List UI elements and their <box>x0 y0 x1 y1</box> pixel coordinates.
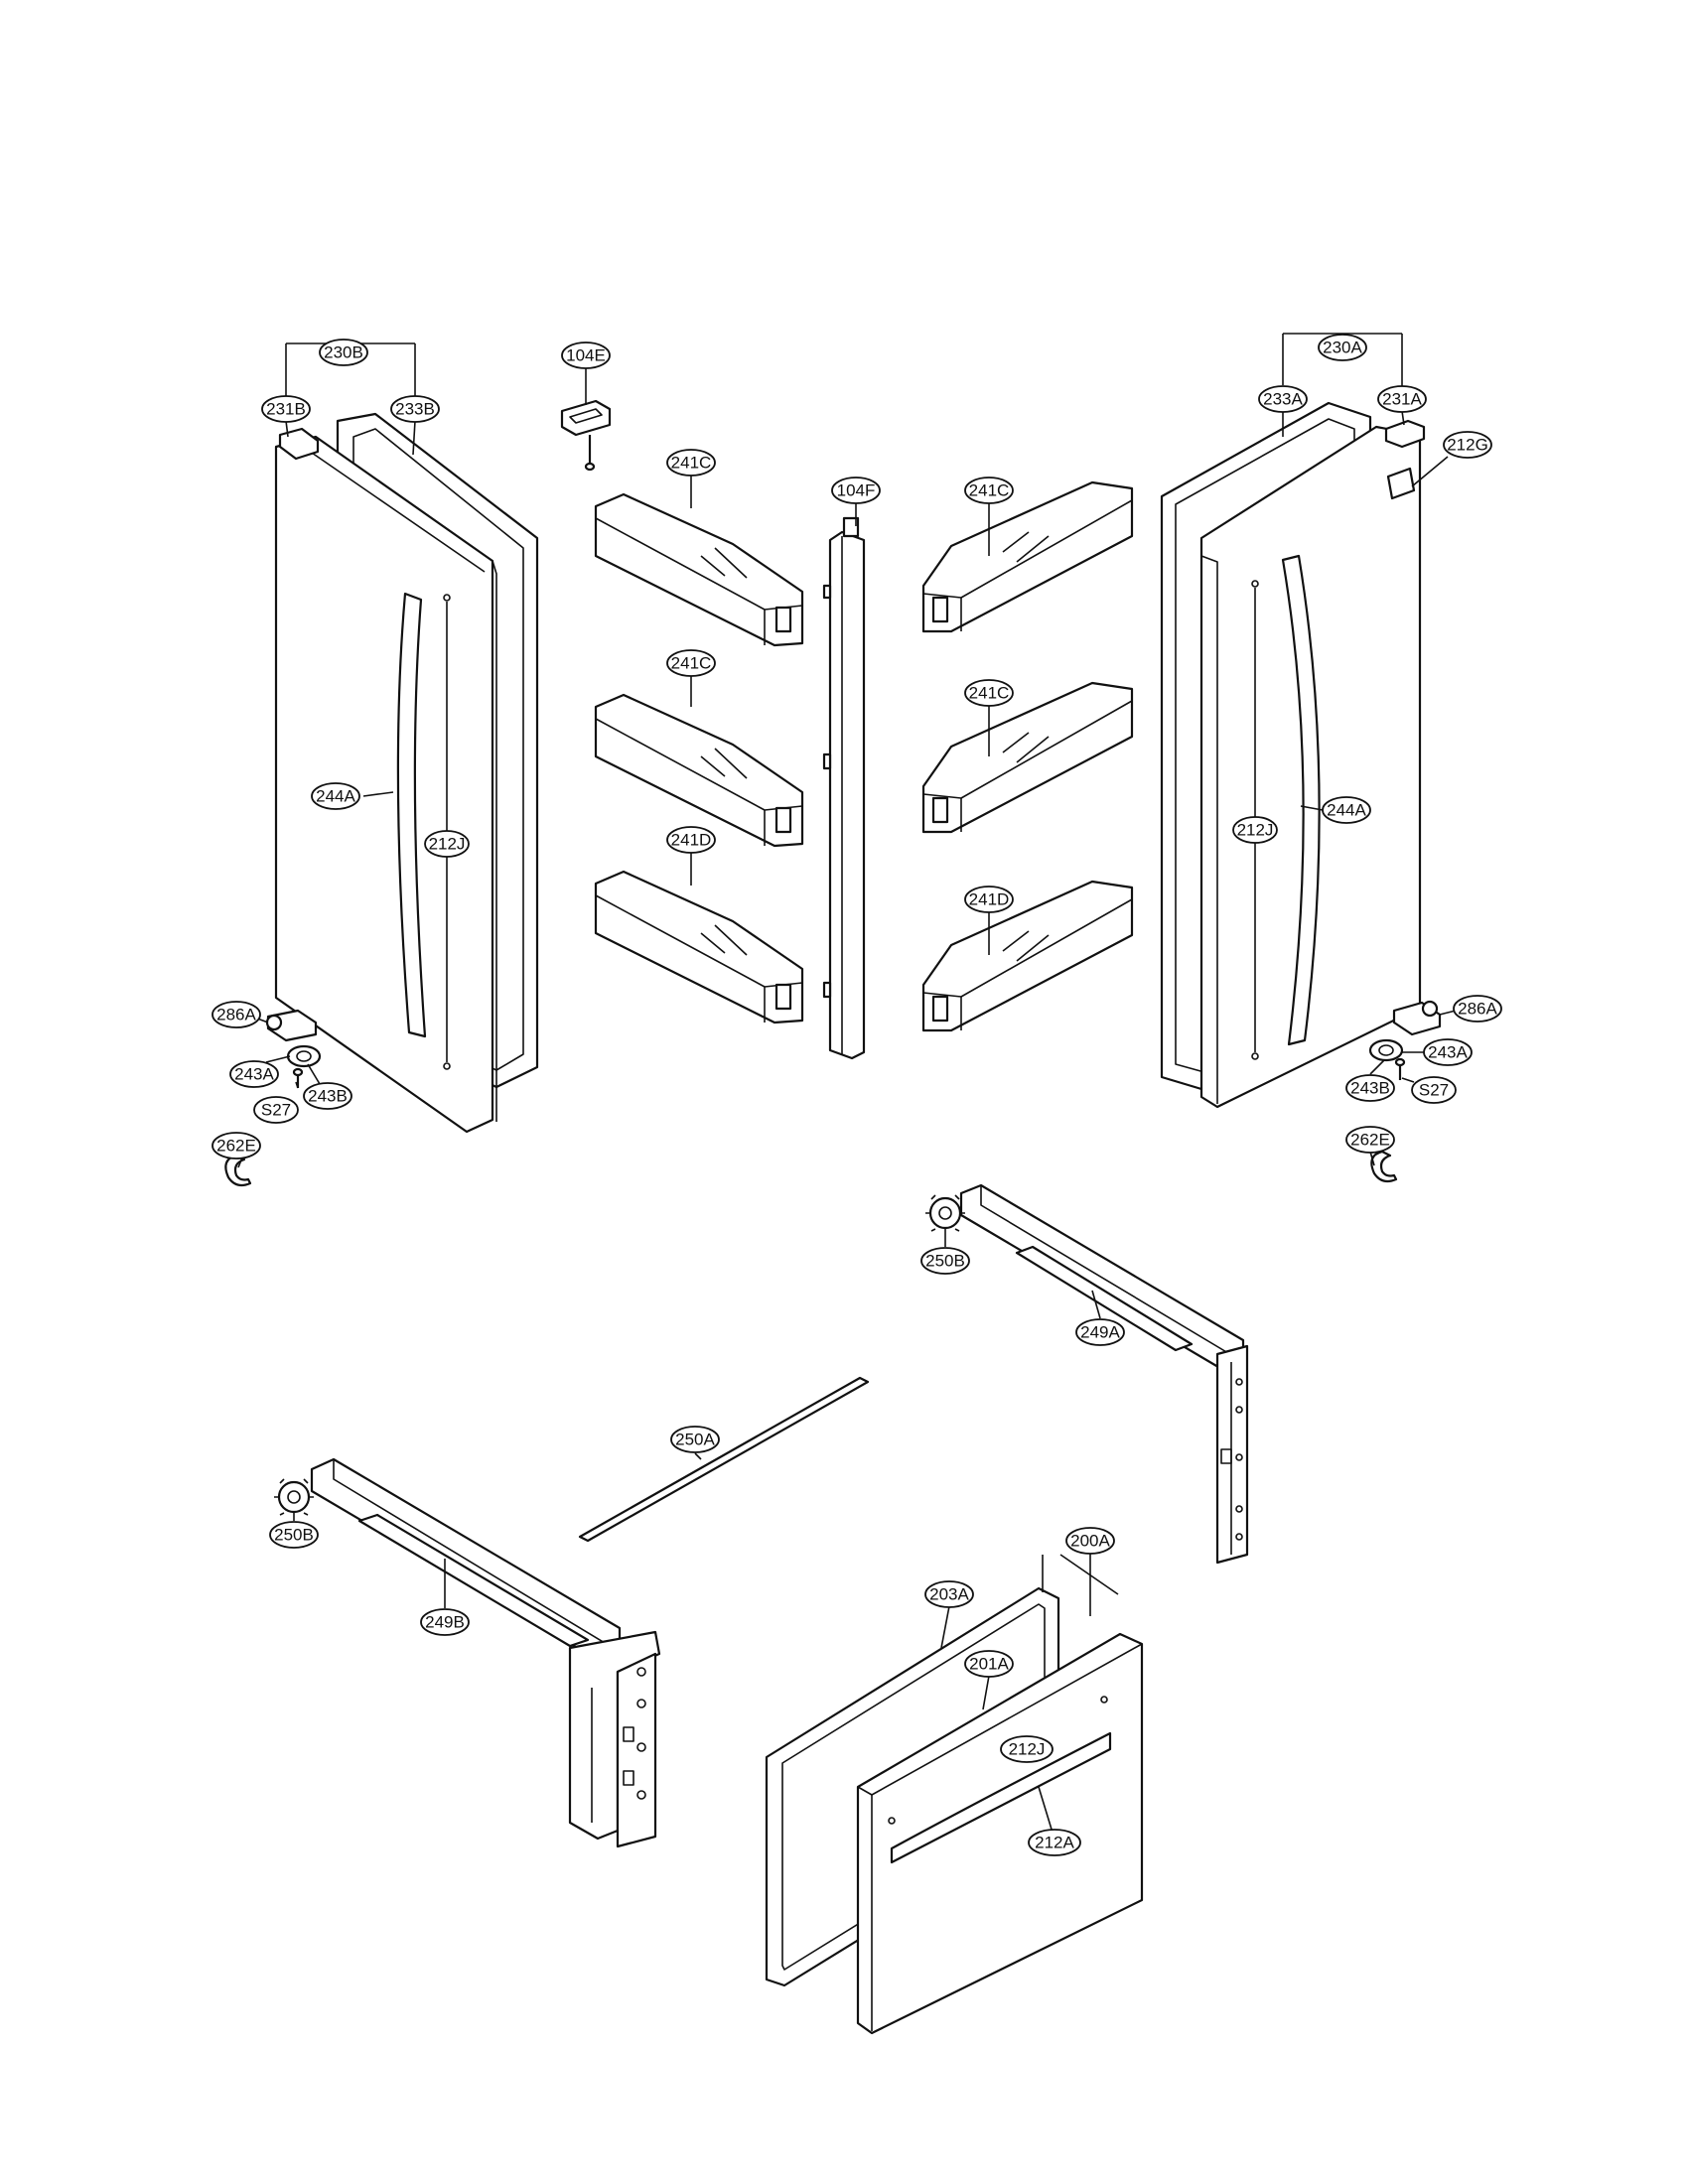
svg-text:231B: 231B <box>266 400 306 419</box>
callout-230B: 230B <box>319 339 368 366</box>
callout-203A: 203A <box>924 1580 974 1608</box>
callout-262E-left: 262E <box>211 1132 261 1160</box>
callout-231A: 231A <box>1377 385 1427 413</box>
left-rail-gear <box>274 1478 314 1516</box>
callout-241C-right-2: 241C <box>964 679 1014 707</box>
callout-241C-left-2: 241C <box>666 649 716 677</box>
svg-text:241C: 241C <box>671 454 712 473</box>
svg-text:243A: 243A <box>234 1065 274 1084</box>
svg-text:233B: 233B <box>395 400 435 419</box>
svg-text:286A: 286A <box>1458 1000 1497 1019</box>
callout-212G: 212G <box>1443 431 1492 459</box>
svg-text:241C: 241C <box>969 481 1010 500</box>
callout-286A-right: 286A <box>1453 995 1502 1023</box>
svg-text:244A: 244A <box>316 787 355 806</box>
right-door-bin-2 <box>921 681 1134 834</box>
svg-text:243B: 243B <box>1350 1079 1390 1098</box>
callout-262E-right: 262E <box>1345 1126 1395 1154</box>
right-rail-assembly <box>959 1183 1249 1565</box>
svg-text:262E: 262E <box>1350 1131 1390 1150</box>
svg-text:250A: 250A <box>675 1431 715 1449</box>
svg-text:250B: 250B <box>274 1526 314 1545</box>
callout-S27-left: S27 <box>253 1096 299 1124</box>
drawer-front-panel <box>856 1632 1144 2035</box>
svg-text:230B: 230B <box>324 343 363 362</box>
svg-text:249A: 249A <box>1080 1323 1120 1342</box>
callout-231B: 231B <box>261 395 311 423</box>
callout-250B-right: 250B <box>920 1247 970 1275</box>
svg-text:249B: 249B <box>425 1613 465 1632</box>
svg-text:201A: 201A <box>969 1655 1009 1674</box>
callout-200A: 200A <box>1065 1527 1115 1555</box>
center-seal-strip <box>578 1376 870 1543</box>
left-door-bin-3 <box>594 870 804 1024</box>
svg-text:241D: 241D <box>969 890 1010 909</box>
callout-243B-left: 243B <box>303 1082 352 1110</box>
callout-241D-right: 241D <box>964 886 1014 913</box>
callout-104E: 104E <box>561 341 611 369</box>
callout-244A-left: 244A <box>311 782 360 810</box>
callout-244A-right: 244A <box>1322 796 1371 824</box>
left-door-bin-2 <box>594 693 804 848</box>
svg-text:233A: 233A <box>1263 390 1303 409</box>
callout-212A: 212A <box>1028 1829 1081 1856</box>
svg-text:212A: 212A <box>1035 1834 1074 1852</box>
svg-text:250B: 250B <box>925 1252 965 1271</box>
callout-243A-left: 243A <box>229 1060 279 1088</box>
left-door-bin-1 <box>594 492 804 647</box>
callout-250B-left: 250B <box>269 1521 319 1549</box>
svg-text:230A: 230A <box>1323 339 1362 357</box>
callout-230A: 230A <box>1318 334 1367 361</box>
callout-241C-left-1: 241C <box>666 449 716 477</box>
callout-241C-right-1: 241C <box>964 477 1014 504</box>
right-door-bin-3 <box>921 880 1134 1032</box>
right-rail-gear <box>925 1194 965 1232</box>
callout-233B: 233B <box>390 395 440 423</box>
callout-S27-right: S27 <box>1411 1076 1457 1104</box>
svg-text:244A: 244A <box>1327 801 1366 820</box>
right-door-bin-1 <box>921 480 1134 633</box>
callout-201A: 201A <box>964 1650 1014 1678</box>
svg-text:104F: 104F <box>837 481 876 500</box>
svg-text:203A: 203A <box>929 1585 969 1604</box>
svg-text:212J: 212J <box>1009 1740 1046 1759</box>
top-clip-part <box>560 399 612 472</box>
svg-text:200A: 200A <box>1070 1532 1110 1551</box>
center-mullion <box>822 516 866 1060</box>
svg-text:S27: S27 <box>261 1101 291 1120</box>
callout-104F: 104F <box>831 477 881 504</box>
svg-text:212J: 212J <box>1237 821 1274 840</box>
svg-text:262E: 262E <box>216 1137 256 1156</box>
callout-250A: 250A <box>670 1426 720 1453</box>
callout-286A-left: 286A <box>211 1001 261 1028</box>
svg-text:286A: 286A <box>216 1006 256 1024</box>
left-rail-assembly <box>310 1457 661 1848</box>
right-door-panel <box>1199 425 1422 1109</box>
svg-text:243B: 243B <box>308 1087 348 1106</box>
callout-243B-right: 243B <box>1345 1074 1395 1102</box>
svg-text:241C: 241C <box>969 684 1010 703</box>
callouts: 230B 231B 233B 104E 241C 241C 241D 104F … <box>211 334 1502 1856</box>
left-door-hinge-cap <box>278 427 320 461</box>
callout-212J-left: 212J <box>424 830 470 858</box>
callout-243A-right: 243A <box>1423 1038 1473 1066</box>
right-lower-hinge-parts <box>1368 1000 1442 1183</box>
callout-249A: 249A <box>1075 1318 1125 1346</box>
svg-text:104E: 104E <box>566 346 606 365</box>
svg-text:231A: 231A <box>1382 390 1422 409</box>
svg-text:212G: 212G <box>1447 436 1488 455</box>
callout-212J-right: 212J <box>1232 816 1278 844</box>
svg-text:212J: 212J <box>429 835 466 854</box>
right-door-hinge-cap <box>1384 419 1426 449</box>
callout-241D-left: 241D <box>666 826 716 854</box>
svg-text:241C: 241C <box>671 654 712 673</box>
svg-text:S27: S27 <box>1419 1081 1449 1100</box>
svg-text:243A: 243A <box>1428 1043 1468 1062</box>
callout-249B: 249B <box>420 1608 470 1636</box>
callout-212J-drawer: 212J <box>1000 1735 1054 1763</box>
svg-text:241D: 241D <box>671 831 712 850</box>
callout-233A: 233A <box>1258 385 1308 413</box>
